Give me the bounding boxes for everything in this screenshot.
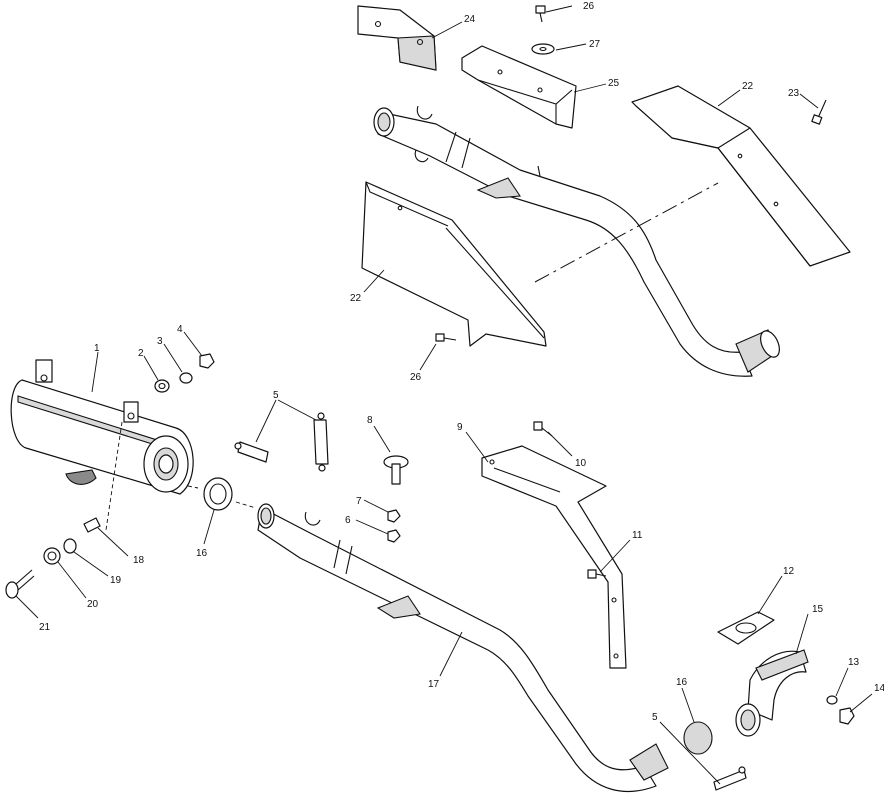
bracket-24 xyxy=(357,5,437,71)
callout-17: 17 xyxy=(428,679,440,690)
callout-18: 18 xyxy=(133,555,145,566)
bracket-25 xyxy=(461,45,577,129)
callout-15: 15 xyxy=(812,604,824,615)
spring-5-lower xyxy=(713,766,747,791)
callout-11: 11 xyxy=(632,530,643,541)
bolt-21 xyxy=(5,569,35,599)
callout-22-right: 22 xyxy=(742,81,754,92)
heat-shield-bracket-9 xyxy=(481,445,627,669)
callout-16-lower: 16 xyxy=(676,677,688,688)
washer-3 xyxy=(179,372,193,384)
upper-pipe-clip xyxy=(414,105,541,199)
callout-21: 21 xyxy=(39,622,51,633)
muffler-1 xyxy=(10,359,194,495)
callout-26-top: 26 xyxy=(583,1,595,12)
callout-14: 14 xyxy=(874,683,884,694)
screw-23 xyxy=(811,99,827,125)
head-pipe-17 xyxy=(257,503,669,793)
bolt-26-middle xyxy=(435,333,457,342)
callout-26-middle: 26 xyxy=(410,372,422,383)
flange-gasket-12 xyxy=(717,611,775,645)
plug-16 xyxy=(683,721,713,755)
callout-4: 4 xyxy=(177,324,183,335)
spring-5-right xyxy=(313,412,329,472)
callout-5-upper: 5 xyxy=(273,390,279,401)
assembly-lines xyxy=(105,421,257,531)
bushing-18 xyxy=(83,517,101,533)
nut-2 xyxy=(154,379,170,393)
nut-6 xyxy=(387,529,401,543)
leader-lines xyxy=(15,5,873,785)
callout-24: 24 xyxy=(464,14,476,25)
callout-6: 6 xyxy=(345,515,351,526)
nut-7 xyxy=(387,509,401,523)
callout-8: 8 xyxy=(367,415,373,426)
heat-shield-22-right xyxy=(631,85,851,267)
callout-12: 12 xyxy=(783,566,795,577)
callout-9: 9 xyxy=(457,422,463,433)
callout-13: 13 xyxy=(848,657,860,668)
heat-shield-22-left xyxy=(361,181,547,347)
spring-5-left xyxy=(234,441,269,463)
callout-19: 19 xyxy=(110,575,122,586)
washer-13 xyxy=(826,695,838,705)
callout-7: 7 xyxy=(356,496,362,507)
elbow-pipe-15 xyxy=(735,649,809,737)
callout-23: 23 xyxy=(788,88,800,99)
nut-4 xyxy=(199,353,215,369)
callout-27: 27 xyxy=(589,39,601,50)
callout-22-left: 22 xyxy=(350,293,362,304)
callout-3: 3 xyxy=(157,336,163,347)
callout-10: 10 xyxy=(575,458,587,469)
callout-16-upper: 16 xyxy=(196,548,208,559)
washer-19 xyxy=(63,538,77,554)
callout-20: 20 xyxy=(87,599,99,610)
callout-numbers: 1 2 3 4 5 5 6 7 8 9 10 11 12 13 14 15 16… xyxy=(39,1,884,723)
callout-5-lower: 5 xyxy=(652,712,658,723)
callout-1: 1 xyxy=(94,343,100,354)
bolt-11 xyxy=(587,569,607,579)
centerline xyxy=(534,182,719,283)
rubber-bumper-8 xyxy=(383,455,409,485)
callout-25: 25 xyxy=(608,78,620,89)
grommet-20 xyxy=(43,547,61,565)
washer-27 xyxy=(531,43,555,55)
gasket-16 xyxy=(203,477,233,511)
callout-2: 2 xyxy=(138,348,144,359)
bolt-26-top xyxy=(535,5,546,23)
